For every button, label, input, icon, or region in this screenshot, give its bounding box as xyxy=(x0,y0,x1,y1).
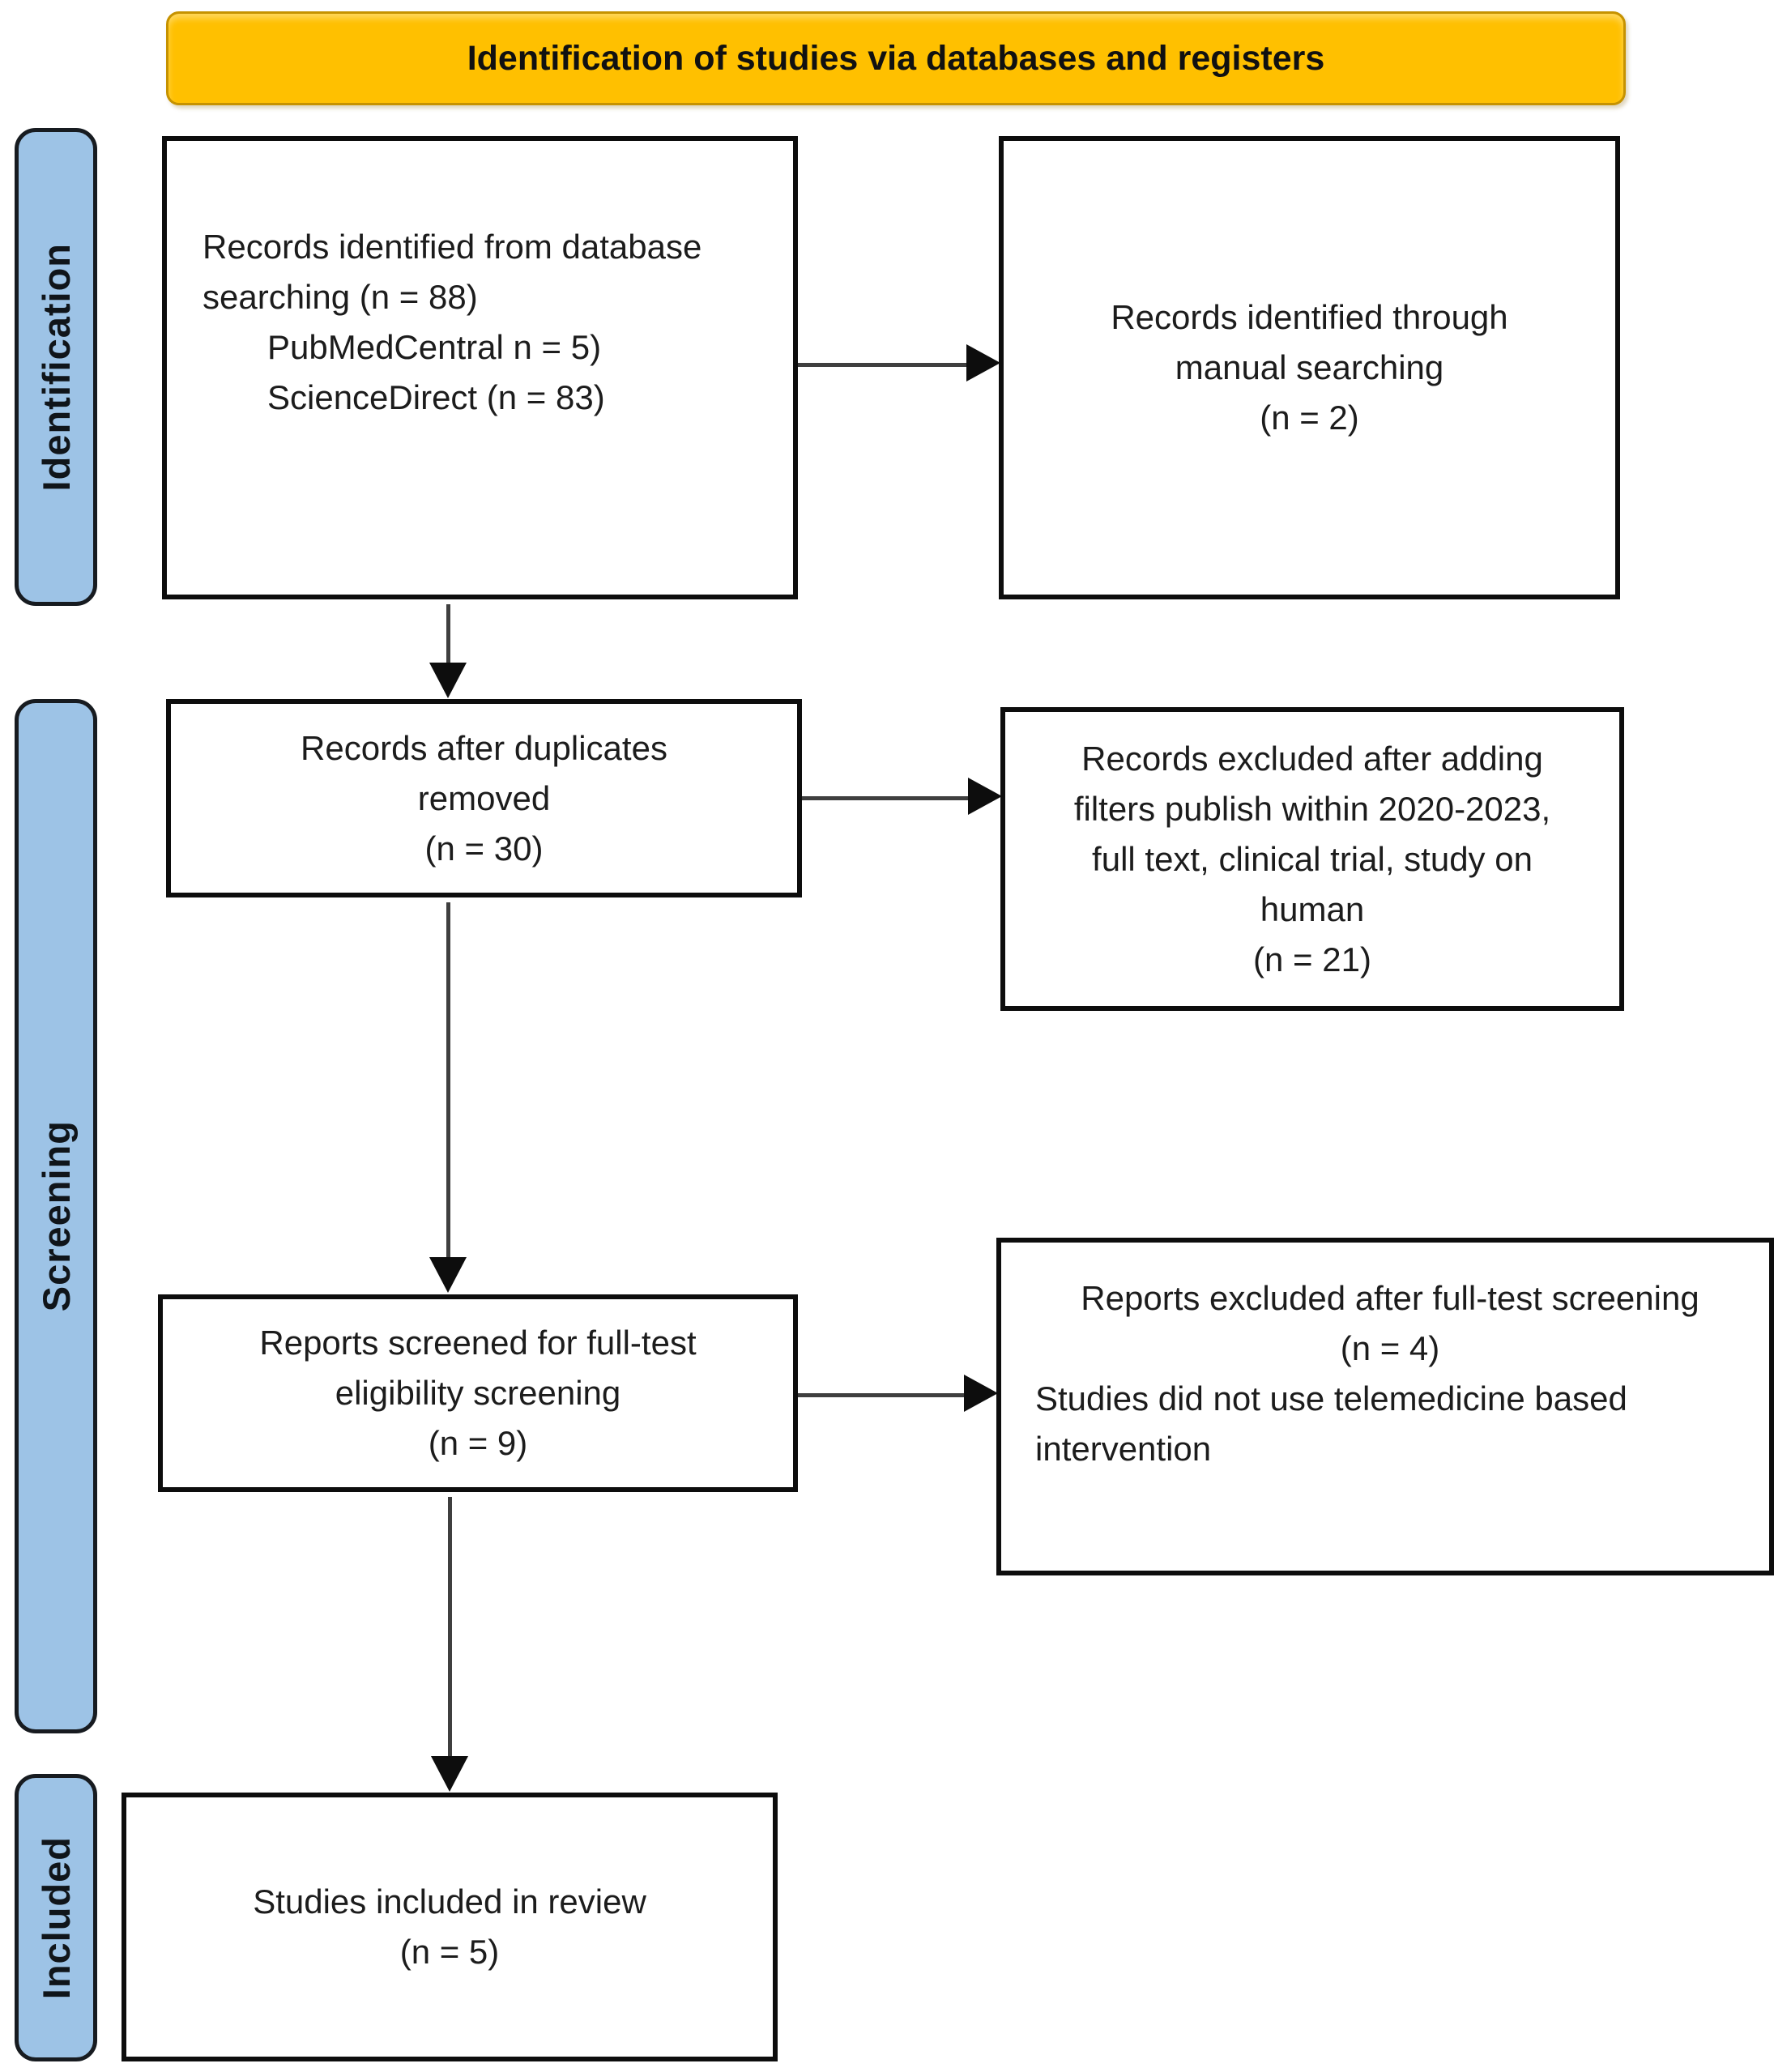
stage-screening: Screening xyxy=(15,699,97,1733)
box-text-line: (n = 5) xyxy=(399,1933,500,1971)
box-duplicates-removed: Records after duplicates removed (n = 30… xyxy=(166,699,802,897)
box-text-line: filters publish within 2020-2023, xyxy=(1073,789,1551,828)
arrow-right-icon xyxy=(968,778,1002,815)
box-text-line: removed xyxy=(417,778,551,817)
box-reports-screened: Reports screened for full-test eligibili… xyxy=(158,1294,798,1492)
box-text-line: Studies did not use telemedicine based xyxy=(1035,1379,1627,1418)
box-text-line: Reports screened for full-test xyxy=(259,1324,697,1362)
arrow-duplicates-to-screened-line xyxy=(446,902,450,1257)
box-text-line: searching (n = 88) xyxy=(203,278,478,316)
box-text-line: human xyxy=(1260,889,1365,928)
box-text-line: Reports excluded after full-test screeni… xyxy=(1081,1279,1699,1317)
box-text-line: Studies included in review xyxy=(253,1882,646,1921)
box-text-line: full text, clinical trial, study on xyxy=(1092,839,1533,878)
box-text-line: (n = 21) xyxy=(1253,940,1371,978)
box-text-line: (n = 2) xyxy=(1260,399,1359,437)
arrow-down-icon xyxy=(429,663,467,698)
arrow-right-icon xyxy=(964,1375,998,1412)
box-studies-included: Studies included in review (n = 5) xyxy=(122,1793,778,2061)
arrow-duplicates-to-filters-line xyxy=(802,796,968,800)
box-records-manual-search: Records identified through manual search… xyxy=(999,136,1620,599)
stage-included: Included xyxy=(15,1774,97,2061)
box-text-line: PubMedCentral n = 5) xyxy=(267,328,602,366)
arrow-down-icon xyxy=(429,1257,467,1293)
diagram-title: Identification of studies via databases … xyxy=(467,38,1325,78)
box-text-line: intervention xyxy=(1035,1430,1212,1468)
box-text-line: manual searching xyxy=(1175,348,1444,386)
arrow-down-icon xyxy=(431,1756,468,1792)
box-text-line: (n = 30) xyxy=(424,829,544,868)
diagram-title-banner: Identification of studies via databases … xyxy=(166,11,1626,105)
box-text-line: Records identified from database xyxy=(203,228,702,266)
arrow-screened-to-excluded-line xyxy=(798,1393,964,1397)
box-records-database-search: Records identified from database searchi… xyxy=(162,136,798,599)
box-text-line: Records identified through xyxy=(1111,298,1508,336)
stage-included-label: Included xyxy=(34,1835,78,2000)
arrow-database-to-duplicates-line xyxy=(446,604,450,663)
stage-screening-label: Screening xyxy=(34,1120,78,1312)
arrow-screened-to-included-line xyxy=(448,1497,452,1756)
box-text-line: eligibility screening xyxy=(335,1374,621,1412)
stage-identification-label: Identification xyxy=(34,242,78,492)
arrow-database-to-manual-line xyxy=(798,363,966,367)
stage-identification: Identification xyxy=(15,128,97,606)
box-text-line: (n = 9) xyxy=(428,1424,528,1462)
box-reports-excluded-fulltext: Reports excluded after full-test screeni… xyxy=(996,1238,1774,1575)
box-text-line: ScienceDirect (n = 83) xyxy=(267,378,605,416)
box-text-line: Records excluded after adding xyxy=(1081,739,1543,778)
arrow-right-icon xyxy=(966,344,1000,382)
box-text-line: Records after duplicates xyxy=(301,728,667,767)
box-records-excluded-filters: Records excluded after adding filters pu… xyxy=(1000,707,1624,1011)
box-text-line: (n = 4) xyxy=(1340,1329,1440,1367)
